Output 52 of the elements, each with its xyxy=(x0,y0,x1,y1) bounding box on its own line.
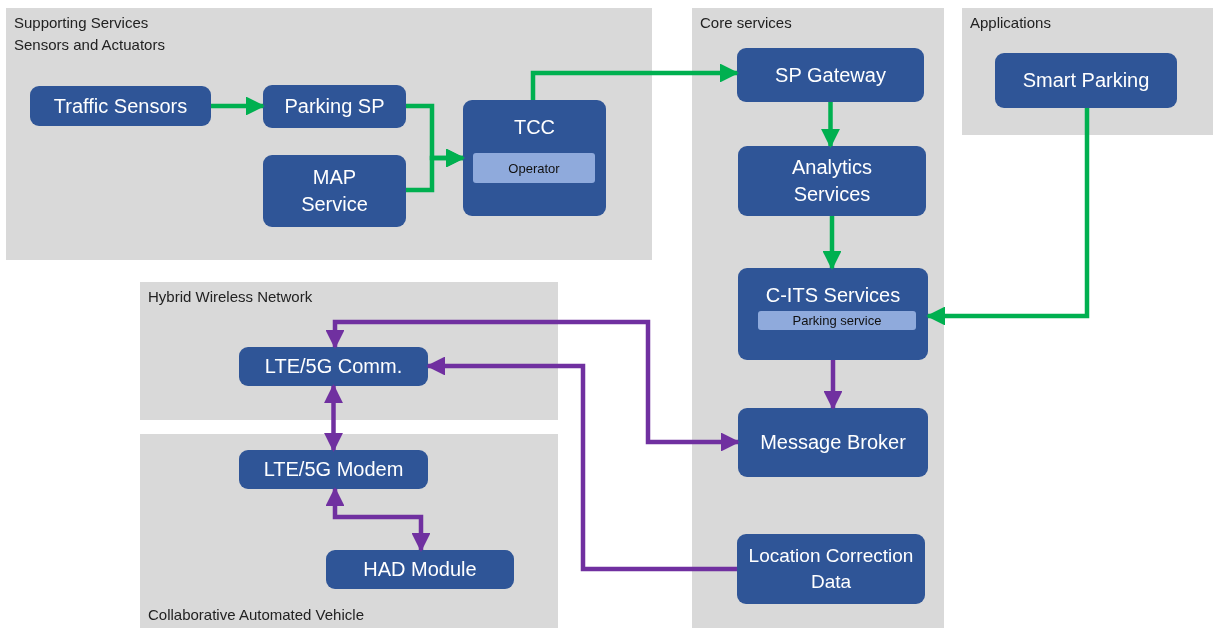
service-box xyxy=(463,100,606,216)
service-box xyxy=(239,450,428,489)
box-label: Parking SP xyxy=(283,94,386,119)
group-heading: Core services xyxy=(700,13,792,33)
service-box xyxy=(738,146,926,216)
group-panel xyxy=(140,282,558,420)
arrow xyxy=(822,216,842,270)
arrow xyxy=(406,148,465,193)
box-label: MAP Service xyxy=(300,165,369,217)
box-label: Smart Parking xyxy=(1021,68,1151,93)
arrow xyxy=(821,102,840,148)
box-label: C-ITS Services xyxy=(764,283,902,308)
arrow xyxy=(325,487,431,552)
service-box xyxy=(737,48,924,102)
box-label: SP Gateway xyxy=(774,62,887,88)
group-heading: Collaborative Automated Vehicle xyxy=(148,605,364,626)
box-label: HAD Module xyxy=(362,557,478,582)
service-box xyxy=(263,155,406,227)
group-heading: Applications xyxy=(970,13,1051,33)
arrow xyxy=(324,384,343,452)
group-panel xyxy=(962,8,1213,135)
group-panel xyxy=(692,8,944,628)
service-box xyxy=(738,408,928,477)
group-heading: Sensors and Actuators xyxy=(14,34,165,55)
box-label: Analytics Services xyxy=(791,155,873,207)
arrow xyxy=(211,96,265,116)
service-box xyxy=(995,53,1177,108)
sub-box xyxy=(758,311,916,330)
service-box xyxy=(738,268,928,360)
group-heading: Hybrid Wireless Network xyxy=(148,287,313,307)
sub-box xyxy=(473,153,595,183)
arrow xyxy=(530,63,739,100)
box-label: LTE/5G Modem xyxy=(262,457,405,482)
service-box xyxy=(737,534,925,604)
service-box xyxy=(30,86,211,126)
box-label: Location Correction Data xyxy=(747,544,915,594)
arrow xyxy=(426,356,737,572)
box-label: Traffic Sensors xyxy=(52,93,189,119)
arrow xyxy=(325,319,740,452)
box-label: Message Broker xyxy=(759,430,907,455)
service-box xyxy=(263,85,406,128)
sub-box-label: Parking service xyxy=(792,313,882,328)
box-label: TCC xyxy=(512,115,557,140)
arrow xyxy=(926,108,1090,326)
service-box xyxy=(326,550,514,589)
service-box xyxy=(239,347,428,386)
arrow xyxy=(823,360,843,410)
group-panel xyxy=(6,8,652,260)
box-label: LTE/5G Comm. xyxy=(263,354,404,379)
sub-box-label: Operator xyxy=(508,160,560,176)
group-heading: Supporting Services xyxy=(14,13,150,33)
group-panel xyxy=(140,434,558,628)
